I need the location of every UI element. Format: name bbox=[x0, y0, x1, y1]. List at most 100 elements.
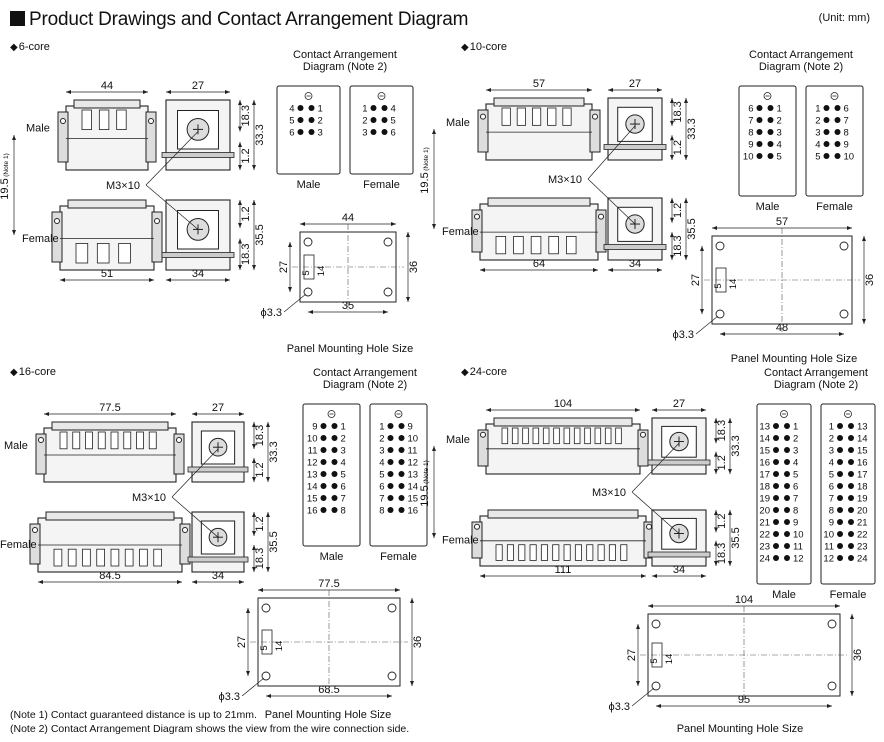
housing-ear-left bbox=[35, 433, 47, 475]
contact-dot bbox=[834, 105, 841, 111]
male-housing-0 bbox=[57, 99, 157, 171]
pin-number: 21 bbox=[857, 518, 868, 529]
contact-dot bbox=[331, 471, 338, 477]
contact-dot bbox=[331, 507, 338, 513]
dim-18-3-2-label: 18.3 bbox=[254, 425, 266, 446]
side-27-dim-1-label: 27 bbox=[629, 78, 641, 90]
male-label: Male bbox=[4, 440, 28, 452]
contact-dot bbox=[837, 447, 843, 453]
housing-slot bbox=[615, 427, 622, 445]
pin-number: 11 bbox=[308, 446, 318, 457]
screw-icon bbox=[592, 113, 598, 120]
contact-dot bbox=[767, 129, 774, 135]
contact-dot bbox=[848, 531, 854, 537]
screw-icon bbox=[474, 213, 480, 220]
pin-number: 5 bbox=[391, 116, 396, 127]
pin-number: 13 bbox=[307, 470, 318, 481]
cad-frame bbox=[820, 403, 876, 585]
pin-number: 3 bbox=[777, 128, 782, 139]
contact-dot bbox=[773, 435, 779, 441]
side-34-dim-1-label: 34 bbox=[629, 258, 641, 270]
contact-dot bbox=[370, 105, 377, 111]
housing-slot bbox=[59, 431, 68, 450]
screw-icon bbox=[154, 218, 160, 224]
housing-slot bbox=[563, 427, 571, 445]
contact-dot bbox=[773, 483, 779, 489]
housing-ear-left bbox=[29, 523, 41, 565]
pin-number: 6 bbox=[829, 482, 834, 493]
contact-dot bbox=[823, 105, 830, 111]
pin-number: 10 bbox=[307, 434, 318, 445]
screw-leader bbox=[587, 125, 636, 180]
dim-18-3-1-label: 18.3 bbox=[672, 101, 684, 122]
section-label-24core: ◆24-core bbox=[461, 366, 507, 378]
housing-slot bbox=[530, 236, 542, 255]
pin-number: 7 bbox=[829, 494, 834, 505]
housing-slot bbox=[124, 548, 134, 567]
pin-number: 8 bbox=[829, 506, 834, 517]
contact-dot bbox=[848, 555, 854, 561]
title-square-icon bbox=[10, 11, 25, 26]
contact-dot bbox=[837, 531, 843, 537]
pin-number: 12 bbox=[307, 458, 318, 469]
pin-number: 1 bbox=[815, 104, 820, 115]
dim-1-2-0-label: 1.2 bbox=[240, 148, 252, 163]
dim-18-3-3-label: 18.3 bbox=[716, 420, 728, 441]
key-notch bbox=[715, 267, 727, 293]
pin-number: 15 bbox=[307, 494, 318, 505]
housing-top bbox=[73, 99, 141, 109]
dim-19-5-label: 19.5 bbox=[419, 172, 431, 193]
contact-dot bbox=[308, 117, 315, 123]
screw-callout: M3×10 bbox=[548, 174, 582, 186]
panel-16core-5-label: 5 bbox=[259, 645, 270, 650]
housing-ear-right bbox=[151, 211, 163, 263]
pin-number: 24 bbox=[759, 554, 770, 565]
side-flange bbox=[161, 252, 235, 258]
housing-slot bbox=[620, 544, 628, 561]
pin-number: 16 bbox=[759, 458, 770, 469]
dim-18-3b-3-label: 18.3 bbox=[716, 543, 728, 564]
contact-dot bbox=[297, 129, 304, 135]
mount-hole-icon bbox=[839, 241, 849, 251]
housing-slot bbox=[98, 109, 110, 131]
housing-slot bbox=[153, 548, 162, 567]
female-label: Female bbox=[22, 233, 59, 245]
note-2: (Note 2) Contact Arrangement Diagram sho… bbox=[10, 723, 410, 735]
housing-slot bbox=[110, 431, 119, 450]
side-flange bbox=[187, 466, 249, 473]
housing-ear-left bbox=[51, 211, 63, 263]
housing-slot bbox=[542, 427, 550, 445]
panel-10core-phi-label: ϕ3.3 bbox=[673, 329, 694, 341]
side-flange bbox=[603, 144, 667, 150]
contact-dot bbox=[784, 531, 790, 537]
housing-top bbox=[493, 417, 633, 427]
pin-number: 11 bbox=[793, 542, 803, 553]
pin-number: 5 bbox=[341, 470, 346, 481]
pin-number: 11 bbox=[824, 542, 834, 553]
screw-icon bbox=[148, 118, 154, 124]
screw-icon bbox=[480, 113, 486, 120]
pin-number: 7 bbox=[793, 494, 798, 505]
side-34-dim-0-label: 34 bbox=[192, 268, 204, 280]
panel-16core-pitch-dim-label: 27 bbox=[236, 636, 248, 648]
contact-dot bbox=[767, 153, 774, 159]
mount-hole-icon bbox=[387, 603, 397, 613]
cad-male-label: Male bbox=[756, 201, 780, 213]
housing-slot bbox=[511, 427, 519, 445]
dim-18-3b-1-label: 18.3 bbox=[672, 235, 684, 256]
pin-number: 6 bbox=[379, 482, 384, 493]
male-side-3 bbox=[647, 417, 711, 475]
ground-icon bbox=[394, 410, 403, 418]
dim-1-2-2-label: 1.2 bbox=[254, 462, 266, 477]
housing-slot bbox=[82, 548, 91, 567]
dim-19-5-label: 19.5 bbox=[419, 485, 431, 506]
contact-dot bbox=[773, 459, 779, 465]
pin-number: 17 bbox=[857, 470, 868, 481]
pin-number: 9 bbox=[408, 422, 413, 433]
housing-slot bbox=[123, 431, 132, 450]
pin-number: 4 bbox=[341, 458, 346, 469]
housing-slot bbox=[85, 431, 93, 450]
pin-number: 2 bbox=[777, 116, 782, 127]
